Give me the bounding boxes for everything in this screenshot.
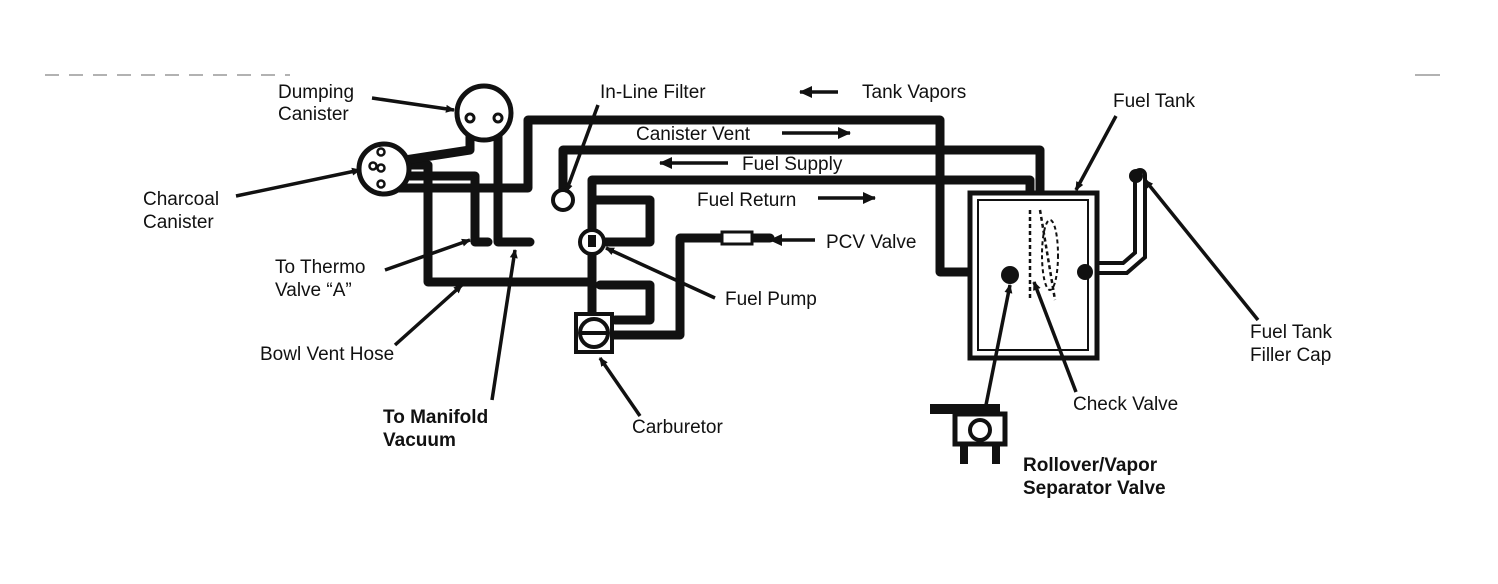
- label-canister-vent: Canister Vent: [636, 124, 751, 145]
- leader-lines: [235, 96, 1260, 417]
- pcv-valve: [720, 230, 766, 246]
- label-rollover-valve-2: Separator Valve: [1023, 478, 1166, 499]
- label-check-valve: Check Valve: [1073, 394, 1178, 415]
- carburetor: [574, 312, 614, 354]
- pump-loop-hose: [587, 195, 655, 247]
- check-valve: [1001, 266, 1019, 284]
- label-dumping-canister-1: Dumping: [278, 82, 354, 103]
- fuel-supply-hose: [558, 145, 1045, 210]
- label-carburetor: Carburetor: [632, 417, 723, 438]
- dumping-line-2: [493, 123, 535, 247]
- dumping-line-1: [400, 123, 475, 165]
- label-fuel-return: Fuel Return: [697, 190, 796, 211]
- filler-cap: [1129, 169, 1143, 183]
- charcoal-canister: [356, 141, 412, 197]
- label-bowl-vent-hose: Bowl Vent Hose: [260, 344, 394, 365]
- label-tank-vapors: Tank Vapors: [862, 82, 966, 103]
- label-charcoal-canister-1: Charcoal: [143, 189, 219, 210]
- fuel-tank: [967, 190, 1100, 361]
- label-fuel-supply: Fuel Supply: [742, 154, 843, 175]
- thermo-valve-hose: [390, 171, 493, 247]
- label-fuel-tank-filler-cap-1: Fuel Tank: [1250, 322, 1333, 343]
- in-line-filter: [551, 188, 575, 212]
- fuel-return-hose: [587, 175, 1035, 245]
- label-to-manifold-vacuum-1: To Manifold: [383, 407, 488, 428]
- flow-arrows: [659, 86, 876, 246]
- rollover-vapor-separator-valve: [930, 404, 1008, 464]
- label-to-thermo-valve-1: To Thermo: [275, 257, 365, 278]
- label-to-manifold-vacuum-2: Vacuum: [383, 430, 456, 451]
- label-fuel-pump: Fuel Pump: [725, 289, 817, 310]
- label-pcv-valve: PCV Valve: [826, 232, 916, 253]
- label-dumping-canister-2: Canister: [278, 104, 349, 125]
- label-charcoal-canister-2: Canister: [143, 212, 214, 233]
- fuel-pump: [578, 228, 606, 256]
- label-in-line-filter: In-Line Filter: [600, 82, 706, 103]
- label-fuel-tank-filler-cap-2: Filler Cap: [1250, 345, 1331, 366]
- label-to-thermo-valve-2: Valve “A”: [275, 280, 352, 301]
- label-rollover-valve-1: Rollover/Vapor: [1023, 455, 1158, 476]
- label-fuel-tank: Fuel Tank: [1113, 91, 1196, 112]
- dumping-canister: [454, 83, 514, 143]
- carb-side-hose: [595, 280, 655, 325]
- canister-vent-hose: [390, 115, 980, 277]
